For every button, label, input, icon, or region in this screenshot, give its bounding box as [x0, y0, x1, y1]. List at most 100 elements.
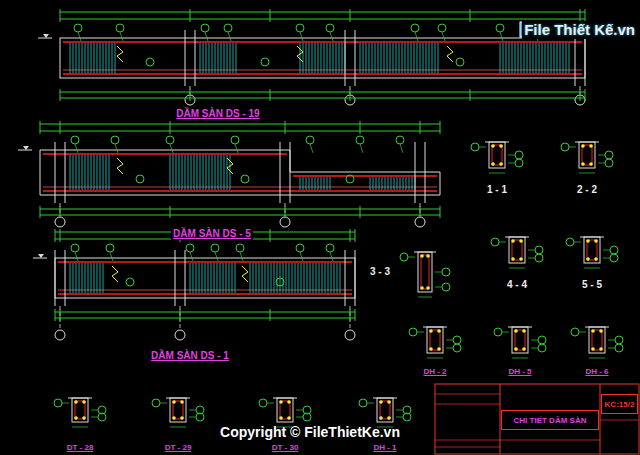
stirrup	[170, 155, 171, 190]
column-edge	[355, 250, 356, 306]
callout-circle	[411, 24, 419, 32]
title-block-line	[435, 394, 500, 395]
stirrup	[363, 43, 364, 73]
callout-circle	[610, 254, 618, 262]
stirrup	[500, 43, 501, 73]
stirrup	[324, 177, 325, 190]
stirrup	[227, 155, 228, 190]
stirrup	[298, 263, 299, 293]
rebar-dot	[522, 347, 526, 351]
rebar-dot	[591, 329, 595, 333]
stirrup	[176, 155, 177, 190]
column-edge	[345, 250, 346, 306]
stirrup	[262, 263, 263, 293]
stirrup	[277, 263, 278, 293]
stirrup	[312, 43, 313, 73]
stirrup	[283, 263, 284, 293]
leader-line	[435, 272, 442, 273]
stirrup	[391, 177, 392, 190]
stirrup	[373, 177, 374, 190]
dimension-line	[72, 427, 88, 428]
dimension-tick	[60, 121, 61, 134]
callout-circle	[224, 24, 232, 32]
callout-circle	[71, 244, 79, 252]
column-edge	[425, 142, 426, 203]
stirrup	[372, 43, 373, 73]
stirrup	[91, 43, 92, 73]
section-label: 5 - 5	[580, 279, 604, 291]
stirrup	[88, 263, 89, 293]
stirrup	[327, 43, 328, 73]
callout-circle	[106, 244, 114, 252]
leader-line	[531, 348, 538, 349]
leader-line	[446, 348, 453, 349]
stirrup	[414, 43, 415, 73]
title-cell: CHI TIẾT DẦM SÀN	[501, 410, 599, 430]
section-label: 3 - 3	[368, 266, 392, 278]
stirrup	[212, 43, 213, 73]
dimension-tick	[355, 229, 356, 242]
stirrup	[185, 155, 186, 190]
stirrup	[509, 43, 510, 73]
stirrup	[563, 43, 564, 73]
section-label: DT - 28	[65, 443, 96, 452]
rebar-dot	[522, 329, 526, 333]
dimension-tick	[585, 9, 586, 22]
dimension-tick	[360, 121, 361, 134]
stirrup	[331, 263, 332, 293]
rebar-dot	[491, 144, 495, 148]
stirrup	[268, 263, 269, 293]
dimension-tick	[270, 89, 271, 101]
column-edge	[415, 142, 416, 203]
level-mark	[18, 150, 32, 151]
dimension-tick	[270, 309, 271, 321]
leader-line	[330, 252, 333, 261]
rebar-dot	[279, 400, 283, 404]
dimension-line	[60, 92, 585, 93]
leader-line	[91, 410, 98, 411]
axis-bubble	[280, 217, 290, 227]
leader-line	[579, 332, 586, 333]
stirrup	[321, 43, 322, 73]
stirrup	[100, 43, 101, 73]
callout-circle	[166, 136, 174, 144]
stirrup	[390, 43, 391, 73]
stirrup	[303, 43, 304, 73]
column-edge	[345, 30, 346, 86]
stirrup-section	[421, 255, 429, 289]
leader-line	[189, 417, 196, 418]
callout-circle	[438, 24, 446, 32]
leader-line	[528, 250, 535, 251]
axis-bubble	[55, 217, 65, 227]
rebar-dot	[581, 144, 585, 148]
axis-line	[180, 306, 181, 329]
logo-text: File Thiết Kế.vn	[522, 21, 637, 38]
stirrup	[530, 43, 531, 73]
callout-circle	[605, 151, 613, 159]
stirrup-section	[515, 330, 525, 350]
callout-circle	[71, 136, 79, 144]
stirrup	[557, 43, 558, 73]
stirrup	[227, 43, 228, 73]
stirrup	[235, 263, 236, 293]
callout-circle	[303, 406, 311, 414]
callout-circle	[515, 159, 523, 167]
stirrup	[85, 43, 86, 73]
column-edge	[175, 250, 176, 306]
section-label: DH - 6	[583, 367, 610, 376]
callout-circle	[54, 399, 62, 407]
stirrup	[271, 263, 272, 293]
dimension-tick	[440, 121, 441, 134]
stirrup	[292, 263, 293, 293]
dimension-line	[427, 358, 443, 359]
leader-line	[310, 144, 313, 153]
stirrup	[215, 43, 216, 73]
callout-circle	[494, 328, 502, 336]
dimension-tick	[55, 309, 56, 321]
dimension-tick	[170, 121, 171, 134]
callout-circle	[211, 244, 219, 252]
leader-line	[78, 32, 81, 41]
stirrup	[103, 263, 104, 293]
stirrup	[545, 43, 546, 73]
leader-line	[569, 147, 576, 148]
